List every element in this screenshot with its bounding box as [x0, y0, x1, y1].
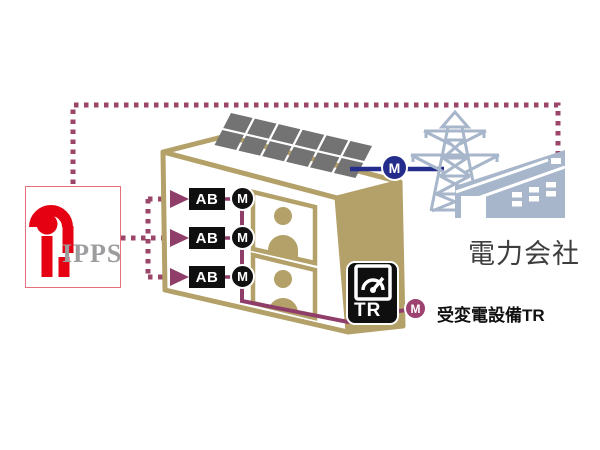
- ipps-logo-icon: [29, 205, 74, 277]
- ipps-logo-text: IPPS: [62, 239, 123, 268]
- breaker-unit-3: AB: [189, 266, 225, 288]
- factory-icon: [455, 150, 566, 218]
- ipps-to-utility-dotted-line: [70, 102, 561, 184]
- power-company-caption: 電力会社: [468, 239, 580, 269]
- meter-unit-2: M: [230, 225, 255, 250]
- ipps-provider-box: IPPS: [25, 186, 121, 288]
- breaker-unit-1: AB: [189, 188, 225, 210]
- supply-arrows: [170, 190, 189, 286]
- meter-unit-1: M: [230, 186, 255, 211]
- transformer-meter: M: [404, 297, 427, 320]
- grid-meter: M: [381, 154, 408, 181]
- meter-unit-3: M: [230, 264, 255, 289]
- breaker-unit-2: AB: [189, 227, 225, 249]
- solar-panel: [214, 113, 373, 178]
- transformer-caption: 受変電設備TR: [437, 306, 545, 325]
- gauge-icon: [354, 264, 392, 301]
- transformer-box: TR: [346, 261, 399, 325]
- transformer-label: TR: [354, 300, 382, 321]
